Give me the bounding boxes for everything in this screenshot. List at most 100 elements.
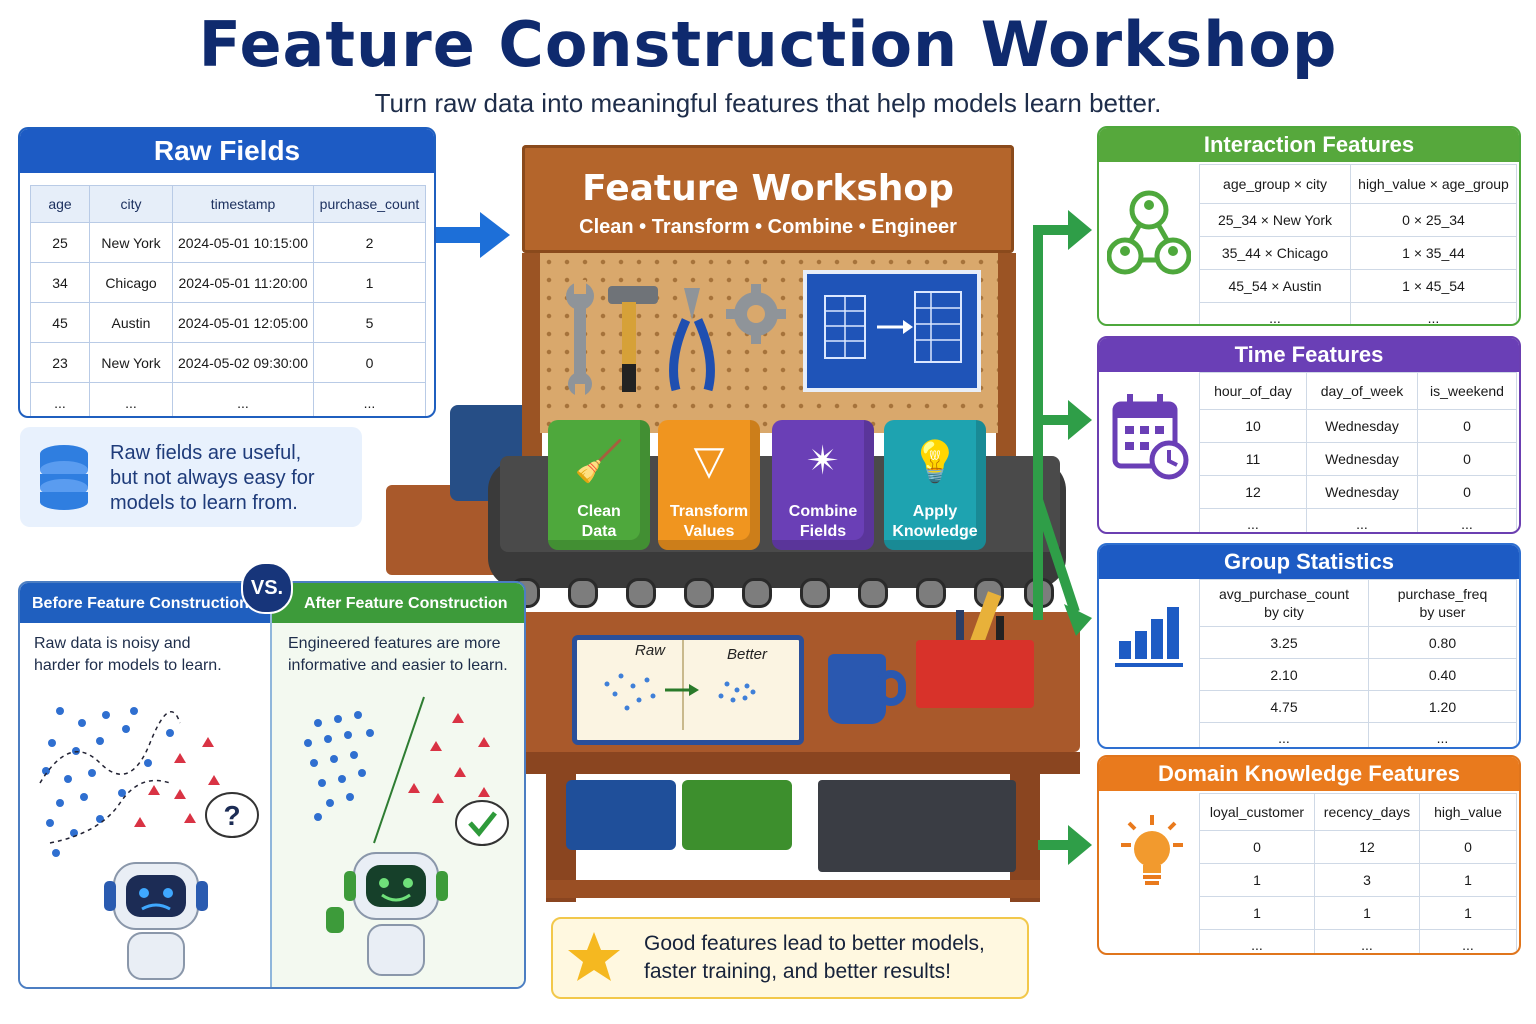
ruler-pencils-icon <box>956 591 1004 650</box>
table-cell: 0 <box>1417 442 1517 476</box>
wrench-icon <box>566 280 594 398</box>
step-label: Data <box>581 523 617 540</box>
tools-group <box>566 280 786 398</box>
table-cell: ... <box>1314 929 1420 953</box>
table-cell: 1 <box>1199 863 1315 897</box>
after-line: informative and easier to learn. <box>288 657 508 674</box>
arrow-right-icon <box>436 212 510 258</box>
table-cell: 1 <box>1419 863 1517 897</box>
question-icon: ? <box>205 792 259 838</box>
workbench-edge <box>520 752 1080 774</box>
table-cell: 2024-05-01 11:20:00 <box>172 262 314 303</box>
table-cell: 0.80 <box>1368 626 1517 659</box>
mug-handle <box>876 670 906 706</box>
time-features-title: Time Features <box>1099 338 1519 372</box>
step-label: Clean <box>577 503 621 520</box>
table-row: ... ... ... ... <box>30 382 426 416</box>
note-line: but not always easy for <box>110 467 315 489</box>
before-text: Raw data is noisy and harder for models … <box>34 633 264 677</box>
happy-robot-icon <box>326 852 448 976</box>
roller <box>568 578 598 608</box>
table-cell: 1 × 45_54 <box>1350 269 1517 303</box>
table-cell: 0 <box>1417 409 1517 443</box>
table-row: 25 New York 2024-05-01 10:15:00 2 <box>30 222 426 263</box>
table-cell: 0 <box>1199 830 1315 864</box>
workshop-sign <box>522 145 1014 253</box>
roller <box>742 578 772 608</box>
after-title: After Feature Construction <box>272 583 524 623</box>
raw-fields-note-text: Raw fields are useful, but not always ea… <box>110 441 350 516</box>
table-cell: 3 <box>1314 863 1420 897</box>
table-cell: ... <box>1199 722 1369 747</box>
table-cell: 25_34 × New York <box>1199 203 1351 237</box>
people-network-icon <box>1107 190 1191 275</box>
arrow-right-icon <box>1068 400 1092 440</box>
table-cell: 3.25 <box>1199 626 1369 659</box>
callout-line: Good features lead to better models, <box>644 932 985 955</box>
table-cell: 2.10 <box>1199 658 1369 691</box>
table-row: ......... <box>1199 929 1517 953</box>
table-cell: New York <box>89 222 173 263</box>
after-text: Engineered features are more informative… <box>288 633 524 677</box>
separable-scatter-icon <box>304 696 509 976</box>
raw-fields-table: age city timestamp purchase_count 25 New… <box>30 185 426 416</box>
lightbulb-icon <box>1121 815 1183 885</box>
raw-fields-panel: Raw Fields age city timestamp purchase_c… <box>18 127 436 418</box>
toolbox-icon <box>916 640 1034 708</box>
table-cell: 25 <box>30 222 90 263</box>
col-header: hour_of_day <box>1199 372 1307 410</box>
connector-arrows <box>1033 210 1092 865</box>
table-cell: 1 <box>1314 896 1420 930</box>
after-line: Engineered features are more <box>288 635 501 652</box>
roller <box>858 578 888 608</box>
raw-col-header: purchase_count <box>313 185 426 223</box>
table-cell: 2024-05-01 10:15:00 <box>172 222 314 263</box>
roller <box>916 578 946 608</box>
table-cell: ... <box>1199 302 1351 324</box>
bar-chart-icon <box>1115 607 1183 667</box>
blueprint-board <box>803 270 981 392</box>
step-label: Combine <box>788 503 858 520</box>
table-cell: 2024-05-01 12:05:00 <box>172 302 314 343</box>
table-cell: 45_54 × Austin <box>1199 269 1351 303</box>
before-panel: Before Feature Construction Raw data is … <box>20 583 270 987</box>
arrow-right-icon <box>1064 604 1092 636</box>
workshop-post <box>996 253 1016 463</box>
col-header-line: purchase_freq <box>1397 586 1488 602</box>
open-book: Raw Better <box>572 635 804 745</box>
table-cell: Wednesday <box>1306 475 1418 509</box>
broom-icon: 🧹 <box>574 440 624 484</box>
step-label: Apply <box>912 503 958 520</box>
table-cell: 23 <box>30 342 90 383</box>
col-header: high_value <box>1419 793 1517 831</box>
comparison-panel: Before Feature Construction Raw data is … <box>18 581 526 989</box>
database-icon <box>40 445 88 510</box>
before-line: Raw data is noisy and <box>34 635 191 652</box>
table-cell: 45 <box>30 302 90 343</box>
hammer-icon <box>608 286 658 392</box>
callout-text: Good features lead to better models, fas… <box>644 930 1014 986</box>
table-cell: ... <box>172 382 314 416</box>
pliers-icon <box>669 288 715 392</box>
col-header: is_weekend <box>1417 372 1517 410</box>
col-header-line: by user <box>1419 604 1466 620</box>
table-cell: ... <box>1199 929 1315 953</box>
noisy-scatter-icon: ? <box>39 707 259 980</box>
book-right-label: Better <box>727 646 768 663</box>
table-cell: New York <box>89 342 173 383</box>
calendar-clock-icon <box>1112 394 1189 480</box>
